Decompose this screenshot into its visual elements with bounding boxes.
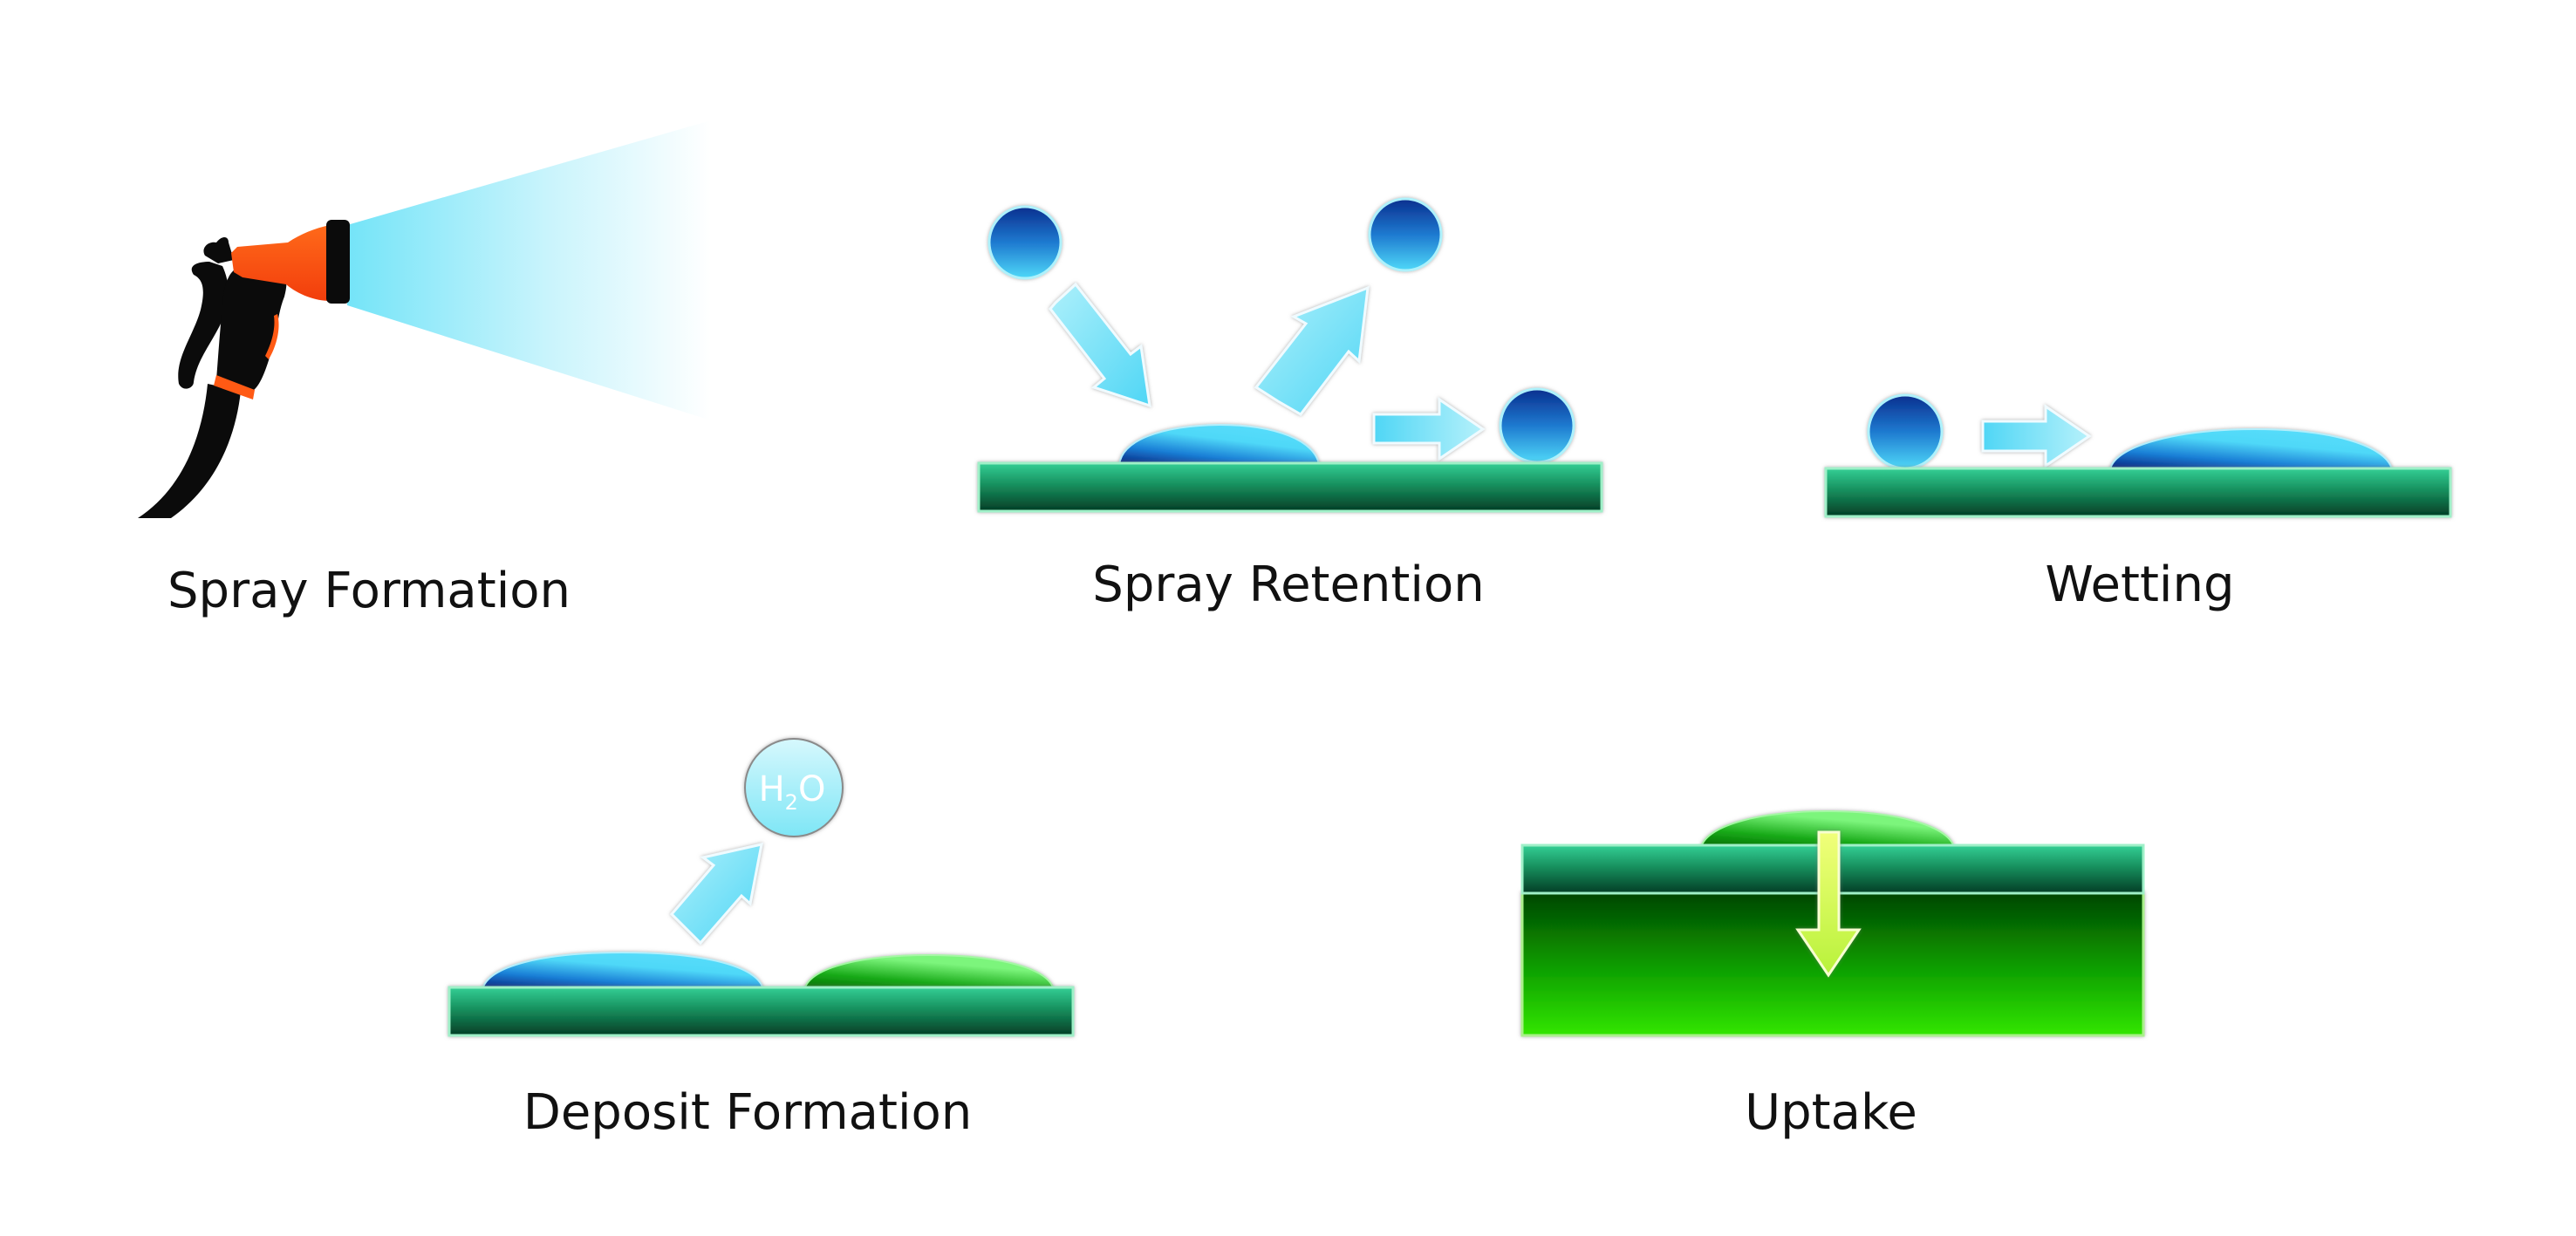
droplet-retained — [1117, 423, 1321, 466]
droplet — [1867, 393, 1944, 470]
stage-uptake — [1520, 809, 2145, 1037]
spray-gun-icon — [138, 220, 350, 518]
spray-cone — [347, 120, 711, 420]
droplet-drying — [481, 951, 765, 990]
deposit-residue — [803, 953, 1056, 990]
arrow-up-right-icon — [1254, 285, 1370, 416]
droplet-spread — [2108, 427, 2394, 470]
stage-label-uptake: Uptake — [1745, 1084, 1917, 1141]
leaf-surface — [1824, 467, 2452, 518]
arrow-uptake-icon — [1795, 830, 1862, 978]
stage-label-spray-retention: Spray Retention — [1092, 557, 1485, 613]
stage-label-spray-formation: Spray Formation — [167, 563, 571, 619]
stage-label-deposit-formation: Deposit Formation — [523, 1084, 973, 1141]
stage-spray-retention — [977, 197, 1603, 513]
leaf-surface — [448, 986, 1075, 1037]
droplet-incoming — [987, 205, 1063, 280]
leaf-surface — [977, 461, 1603, 513]
arrow-evaporation-icon — [669, 843, 763, 946]
stage-wetting — [1824, 393, 2452, 518]
arrow-down-right-icon — [1049, 282, 1151, 408]
stage-label-wetting: Wetting — [2045, 557, 2235, 613]
arrow-right-icon — [1981, 404, 2092, 468]
water-molecule-label: H2O — [759, 769, 826, 815]
water-molecule — [744, 738, 844, 837]
arrow-right-icon — [1372, 397, 1486, 461]
droplet-bounced — [1368, 197, 1443, 272]
droplet-rolled-off — [1499, 387, 1575, 464]
deposit-residue — [1699, 809, 1956, 848]
stage-deposit-formation: H2O — [448, 738, 1075, 1037]
stage-spray-formation — [138, 120, 711, 518]
